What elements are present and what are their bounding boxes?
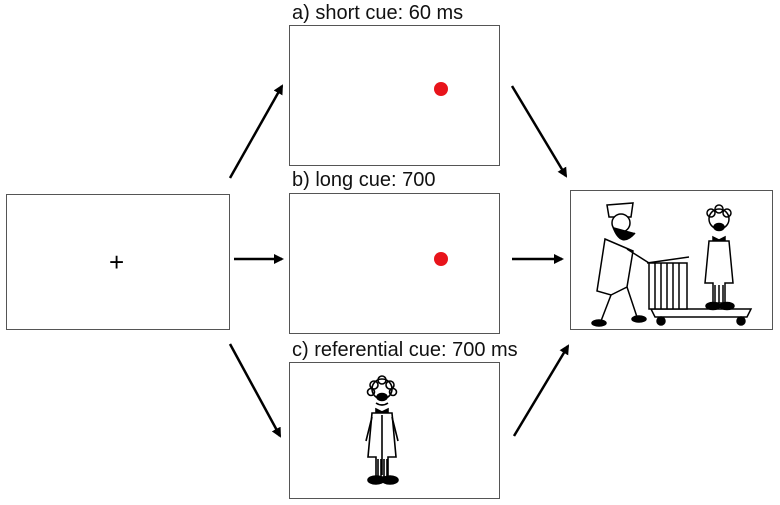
short-cue-panel (289, 25, 500, 166)
clown-figure-icon (365, 375, 399, 485)
fixation-cross: + (109, 247, 125, 277)
cue-label-referential: c) referential cue: 700 ms (292, 339, 518, 361)
arrow-fixation-to-short (228, 84, 284, 179)
short-cue-dot (434, 82, 448, 96)
referential-cue-panel (289, 362, 500, 499)
cue-label-long: b) long cue: 700 (292, 169, 436, 191)
arrow-short-to-outcome (510, 85, 568, 178)
long-cue-panel (289, 193, 500, 334)
fixation-panel: + (6, 194, 230, 330)
scene-illustration-icon (591, 202, 753, 327)
outcome-panel (570, 190, 773, 330)
long-cue-dot (434, 252, 448, 266)
arrow-fixation-to-referential (228, 343, 282, 438)
cue-label-short: a) short cue: 60 ms (292, 2, 464, 24)
arrow-referential-to-outcome (512, 344, 570, 437)
